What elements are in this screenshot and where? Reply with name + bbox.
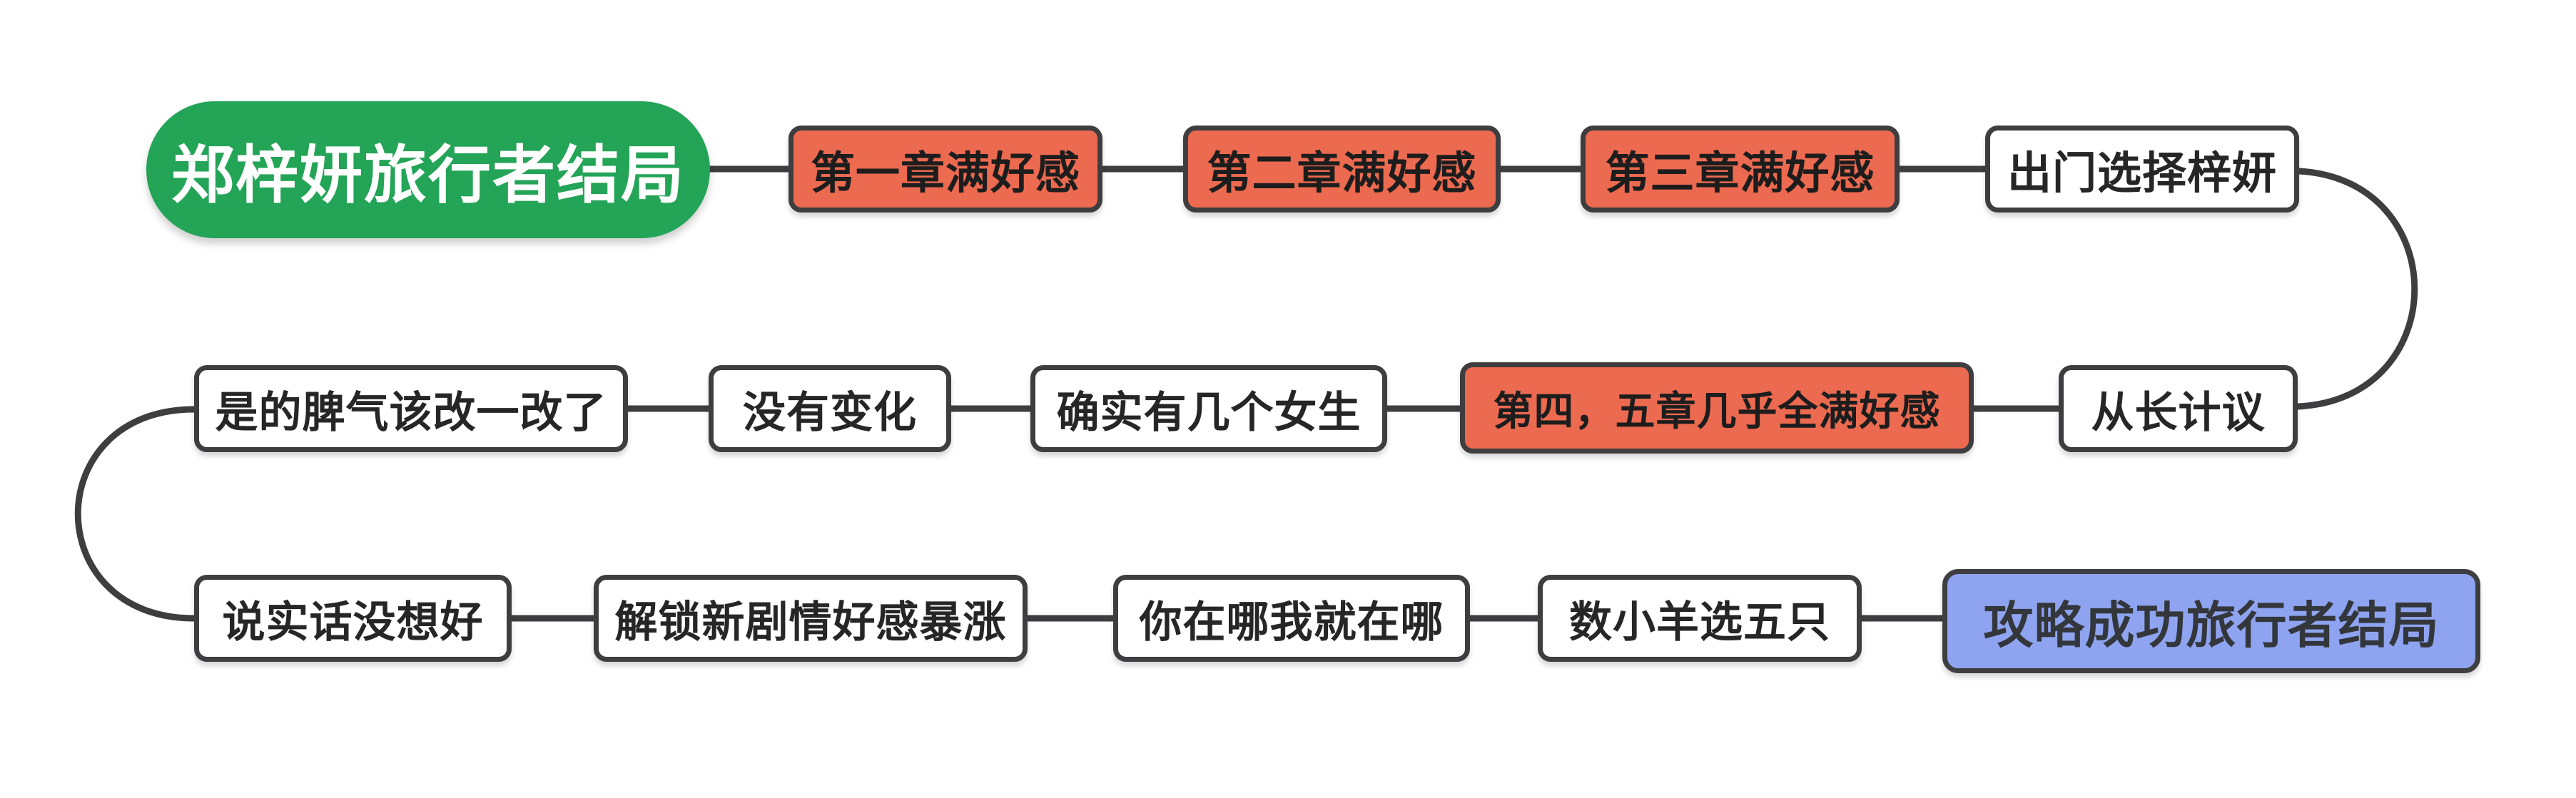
node-label: 出门选择梓妍 (2007, 149, 2277, 198)
node-success-traveler-ending[interactable]: 攻略成功旅行者结局 (1942, 569, 2480, 673)
node-no-change[interactable]: 没有变化 (709, 365, 951, 452)
node-label: 确实有几个女生 (1056, 388, 1361, 436)
node-chapter-4-5-almost-max-favor[interactable]: 第四，五章几乎全满好感 (1460, 362, 1974, 454)
node-yes-change-temper[interactable]: 是的脾气该改一改了 (194, 365, 628, 452)
node-label: 没有变化 (743, 388, 917, 436)
node-honestly-undecided[interactable]: 说实话没想好 (194, 575, 512, 662)
node-root-zhengziyan-traveler-ending[interactable]: 郑梓妍旅行者结局 (146, 101, 710, 238)
connector-temper-undecided-curve (74, 406, 198, 622)
node-chapter-2-max-favor[interactable]: 第二章满好感 (1183, 126, 1501, 213)
node-label: 解锁新剧情好感暴涨 (614, 598, 1007, 646)
node-label: 从长计议 (2091, 388, 2266, 436)
node-label: 郑梓妍旅行者结局 (171, 139, 685, 210)
node-label: 数小羊选五只 (1569, 598, 1830, 646)
connector-goout-plan-curve (2294, 168, 2418, 410)
node-label: 攻略成功旅行者结局 (1983, 597, 2440, 653)
node-label: 说实话没想好 (222, 598, 484, 646)
node-label: 第三章满好感 (1605, 149, 1875, 198)
node-wherever-you-are-i-am[interactable]: 你在哪我就在哪 (1113, 575, 1470, 662)
node-plan-for-long-term[interactable]: 从长计议 (2059, 365, 2298, 452)
node-label: 第二章满好感 (1207, 149, 1477, 198)
node-label: 是的脾气该改一改了 (215, 388, 607, 436)
node-chapter-3-max-favor[interactable]: 第三章满好感 (1581, 126, 1900, 213)
node-count-sheep-pick-five[interactable]: 数小羊选五只 (1538, 575, 1862, 662)
node-label: 第一章满好感 (810, 149, 1080, 198)
node-go-out-choose-ziyan[interactable]: 出门选择梓妍 (1985, 126, 2299, 213)
node-chapter-1-max-favor[interactable]: 第一章满好感 (788, 126, 1102, 213)
node-indeed-several-girls[interactable]: 确实有几个女生 (1030, 365, 1387, 452)
node-label: 第四，五章几乎全满好感 (1493, 388, 1941, 434)
node-label: 你在哪我就在哪 (1139, 598, 1444, 646)
node-unlock-new-plot-favor-surge[interactable]: 解锁新剧情好感暴涨 (594, 575, 1028, 662)
